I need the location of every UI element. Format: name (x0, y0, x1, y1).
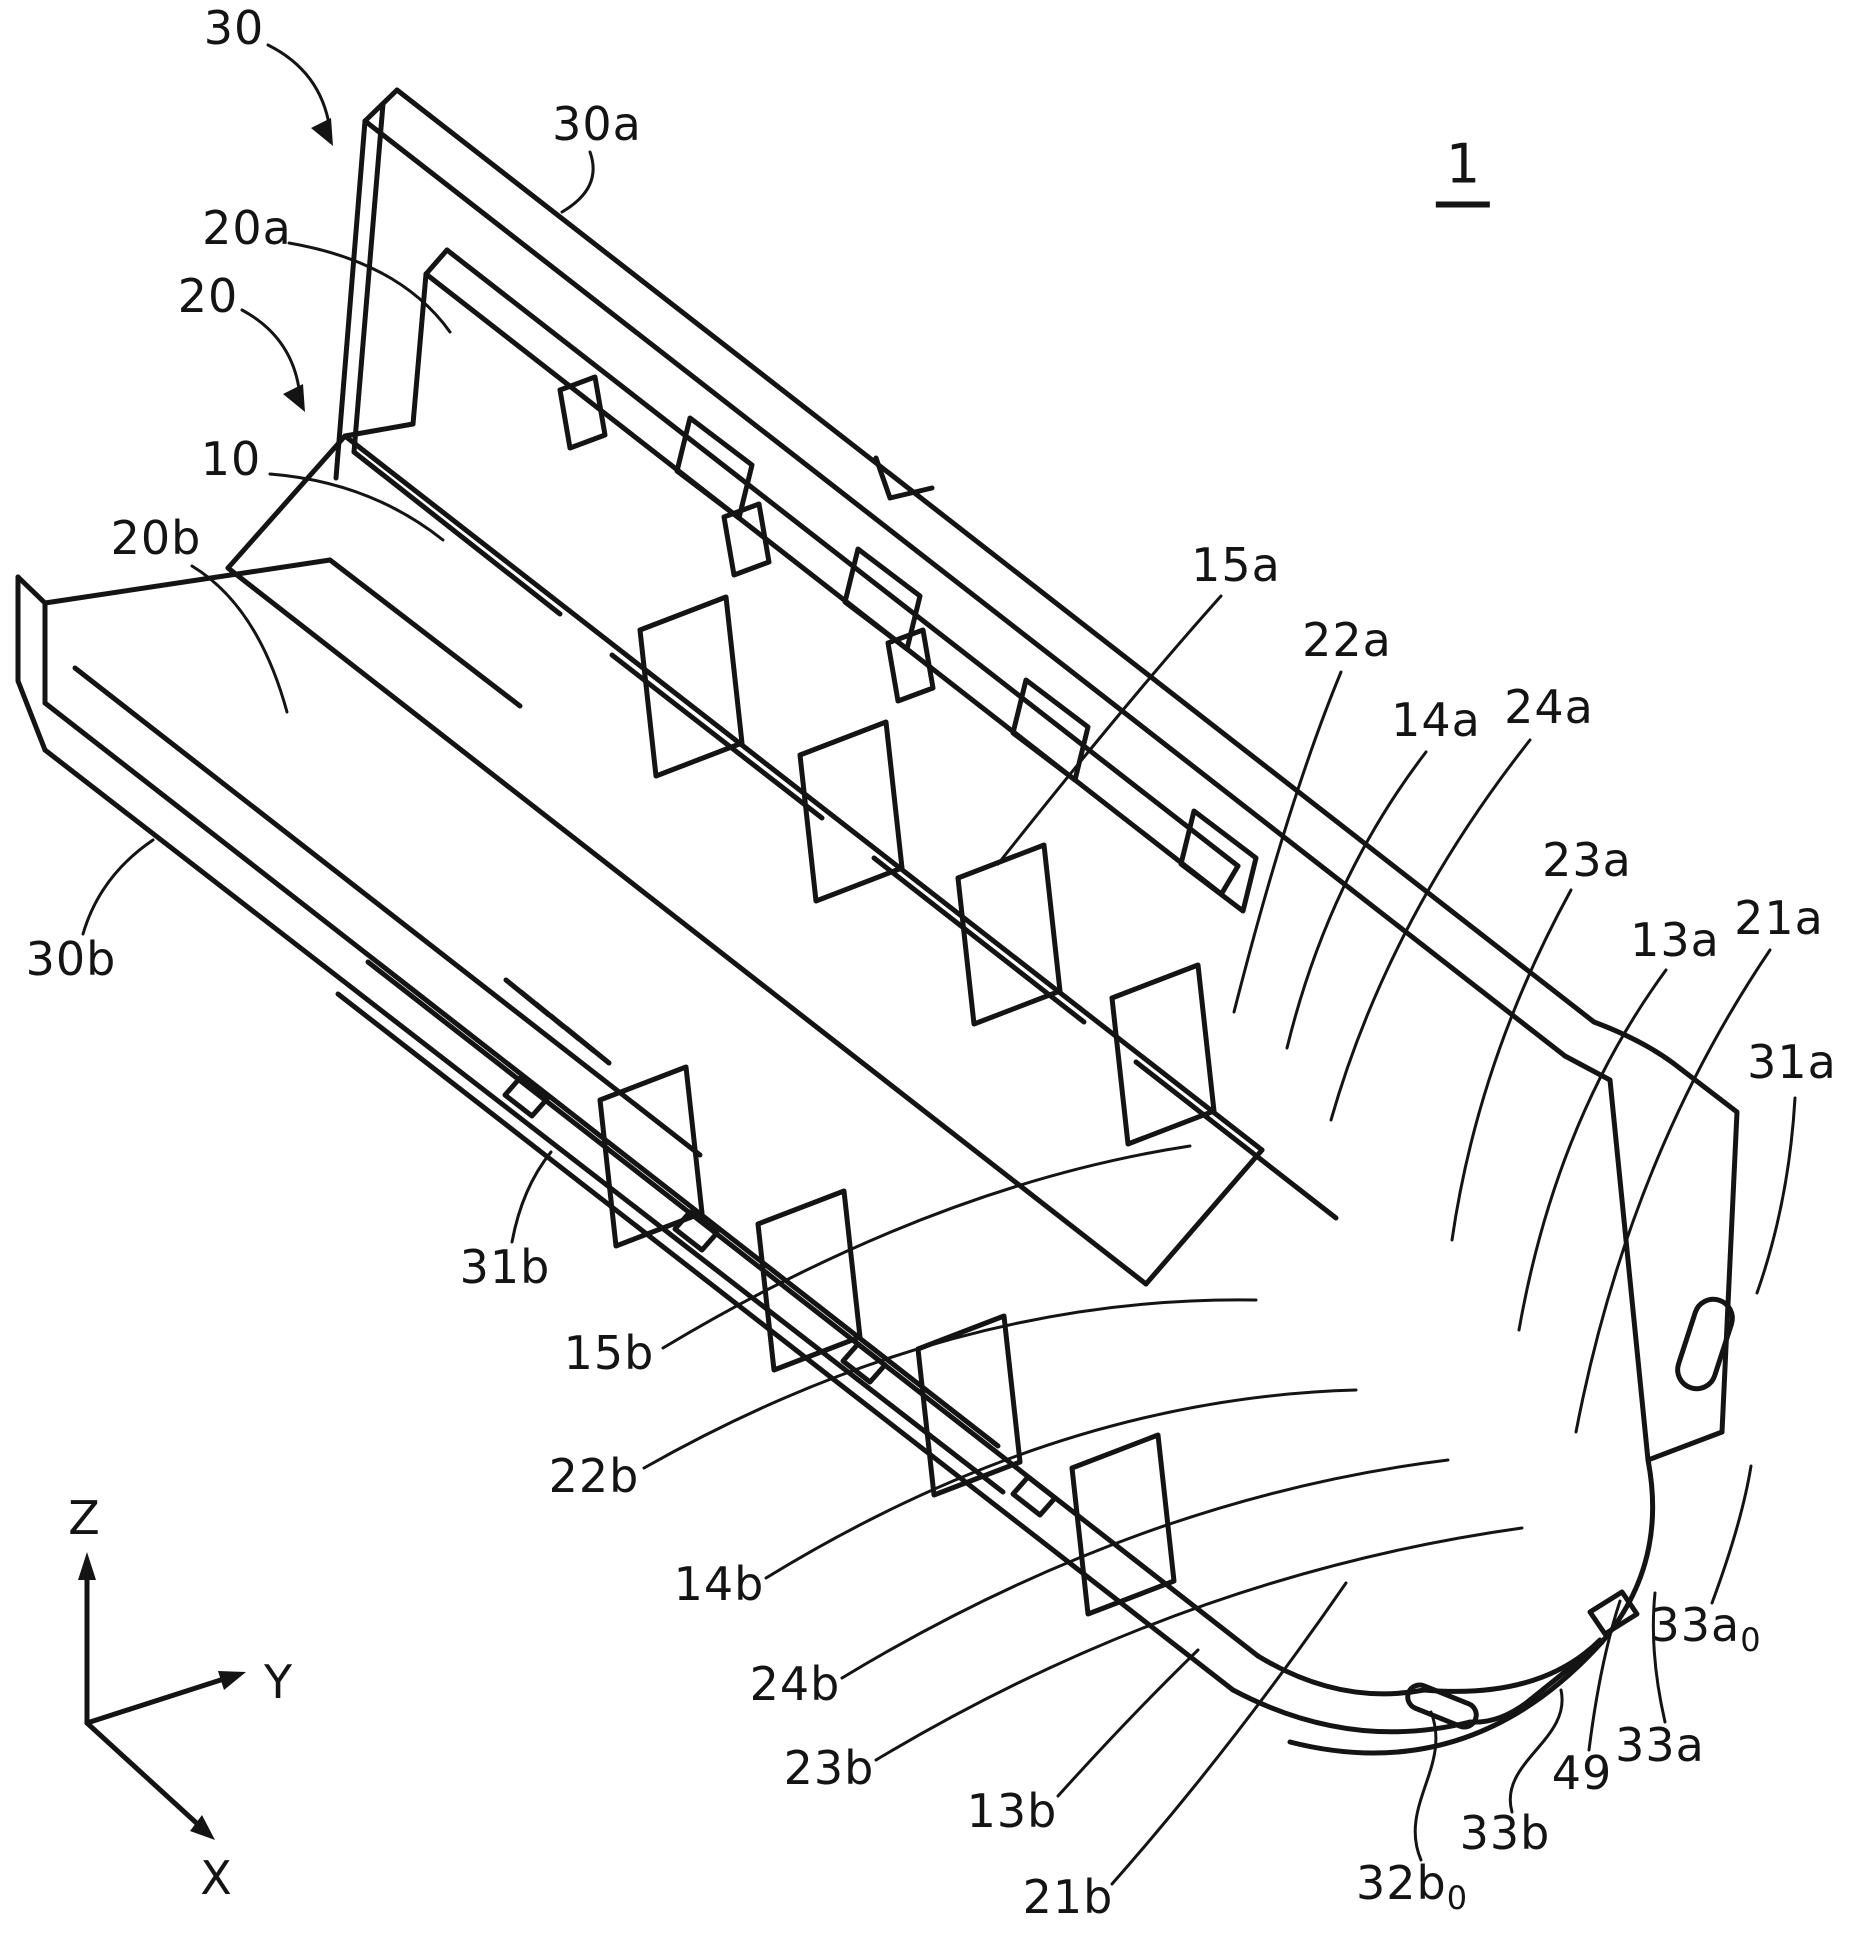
base-tray-30b (15, 557, 1006, 1495)
axis-label-z: Z (68, 1491, 100, 1545)
ref-label-31a: 31a (1747, 1035, 1837, 1089)
ref-label-24a: 24a (1504, 680, 1594, 734)
ref-label-21a: 21a (1734, 891, 1824, 945)
ref-label-30: 30 (203, 1, 265, 55)
ref-label-30b: 30b (25, 932, 117, 986)
ref-label-31b: 31b (459, 1240, 551, 1294)
ref-label-21b: 21b (1022, 1870, 1114, 1924)
ref-label-23b: 23b (783, 1741, 875, 1795)
end-cap-lug-33 (1230, 1457, 1656, 1756)
figure-number: 1 (1435, 133, 1491, 208)
ref-label-13b: 13b (966, 1784, 1058, 1838)
ref-label-20: 20 (177, 269, 239, 323)
back-wall-30 (333, 87, 1597, 1221)
inner-wall-20 (342, 247, 1241, 896)
ref-label-22a: 22a (1302, 613, 1392, 667)
ref-label-10: 10 (200, 432, 262, 486)
right-end-post-31a (1562, 1019, 1740, 1463)
ref-label-32b0: 32b0 (1355, 1856, 1469, 1917)
axis-label-x: X (200, 1851, 232, 1905)
ref-label-33a0: 33a0 (1650, 1598, 1762, 1659)
deck-plate-10 (225, 433, 1265, 1287)
ref-label-30a: 30a (552, 97, 642, 151)
ref-label-14a: 14a (1391, 693, 1481, 747)
ref-label-13a: 13a (1630, 913, 1720, 967)
ref-label-23a: 23a (1542, 833, 1632, 887)
ref-label-33b: 33b (1459, 1806, 1551, 1860)
ref-label-49: 49 (1551, 1746, 1613, 1800)
reference-arrows (240, 43, 333, 412)
front-rail-row (335, 959, 1261, 1693)
ref-label-22b: 22b (548, 1449, 640, 1503)
ref-label-33a: 33a (1615, 1718, 1705, 1772)
ref-label-14b: 14b (673, 1557, 765, 1611)
ref-label-15b: 15b (563, 1326, 655, 1380)
axis-triad (78, 1552, 246, 1840)
ref-label-15a: 15a (1191, 538, 1281, 592)
ref-label-20b: 20b (110, 511, 202, 565)
ref-label-20a: 20a (202, 201, 292, 255)
ref-label-24b: 24b (749, 1657, 841, 1711)
axis-label-y: Y (263, 1655, 293, 1709)
leader-lines (81, 150, 1797, 1886)
